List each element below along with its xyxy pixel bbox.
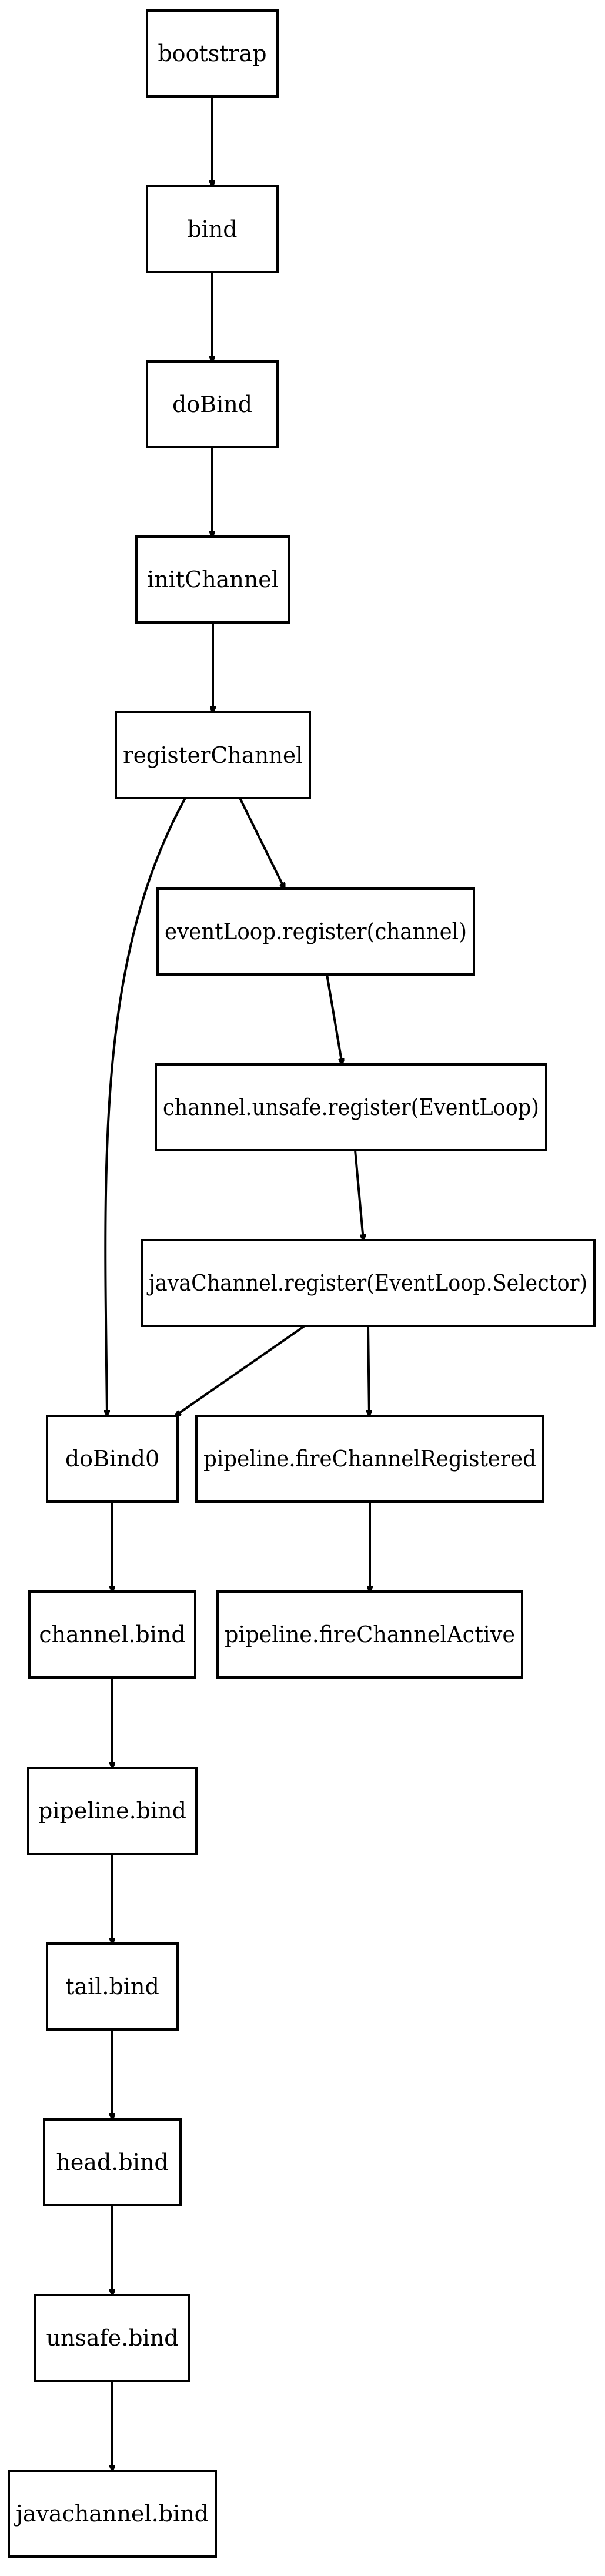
node-label: javaChannel.register(EventLoop.Selector)	[146, 1270, 587, 1296]
node-fire-channel-active: pipeline.fireChannelActive	[216, 1590, 523, 1679]
node-box	[115, 711, 311, 799]
node-box	[46, 1415, 179, 1503]
edge-java-channel-register-to-do-bind0	[175, 1325, 306, 1416]
node-label: doBind0	[65, 1446, 159, 1472]
node-label: tail.bind	[65, 1974, 159, 1999]
node-box	[141, 1239, 596, 1327]
node-fire-channel-registered: pipeline.fireChannelRegistered	[195, 1415, 544, 1503]
node-label: bind	[187, 216, 237, 242]
node-box	[156, 887, 475, 976]
node-register-channel: registerChannel	[115, 711, 311, 799]
node-label: eventLoop.register(channel)	[165, 919, 467, 944]
node-box	[146, 360, 279, 448]
node-label: unsafe.bind	[46, 2325, 178, 2351]
node-label: head.bind	[56, 2149, 168, 2175]
node-box	[155, 1063, 547, 1151]
node-event-loop-register: eventLoop.register(channel)	[156, 887, 475, 976]
node-channel-bind: channel.bind	[28, 1590, 196, 1679]
nodes-layer: bootstrap bind doBind initChannel registerCh…	[8, 9, 596, 2558]
node-pipeline-bind: pipeline.bind	[27, 1767, 198, 1855]
node-bootstrap: bootstrap	[146, 9, 279, 98]
node-unsafe-bind: unsafe.bind	[34, 2294, 190, 2382]
node-box	[216, 1590, 523, 1679]
node-box	[43, 2118, 182, 2206]
node-head-bind: head.bind	[43, 2118, 182, 2206]
edge-unsafe-register-to-java-channel-register	[354, 1150, 363, 1240]
node-init-channel: initChannel	[135, 535, 290, 624]
node-do-bind0: doBind0	[46, 1415, 179, 1503]
node-box	[146, 185, 279, 273]
node-box	[27, 1767, 198, 1855]
node-do-bind: doBind	[146, 360, 279, 448]
node-box	[195, 1415, 544, 1503]
edge-register-channel-to-event-loop-register	[239, 798, 286, 889]
node-label: doBind	[172, 391, 252, 417]
node-box	[135, 535, 290, 624]
node-box	[46, 1942, 179, 2031]
node-box	[8, 2470, 217, 2558]
node-java-channel-register: javaChannel.register(EventLoop.Selector)	[141, 1239, 596, 1327]
node-label: bootstrap	[158, 41, 266, 66]
edge-java-channel-register-to-fire-channel-registered	[368, 1325, 369, 1416]
node-label: channel.unsafe.register(EventLoop)	[163, 1094, 539, 1120]
node-bind: bind	[146, 185, 279, 273]
node-label: channel.bind	[39, 1622, 185, 1647]
node-box	[34, 2294, 190, 2382]
node-box	[146, 9, 279, 98]
node-unsafe-register: channel.unsafe.register(EventLoop)	[155, 1063, 547, 1151]
node-label: registerChannel	[123, 742, 303, 768]
edges-layer	[105, 96, 370, 2471]
node-label: initChannel	[147, 567, 279, 592]
node-label: pipeline.fireChannelActive	[225, 1622, 515, 1647]
edge-register-channel-to-do-bind0	[105, 798, 186, 1416]
node-tail-bind: tail.bind	[46, 1942, 179, 2031]
node-label: pipeline.bind	[38, 1798, 186, 1824]
edge-event-loop-register-to-unsafe-register	[326, 974, 342, 1064]
node-label: javachannel.bind	[14, 2501, 209, 2527]
node-javachannel-bind: javachannel.bind	[8, 2470, 217, 2558]
node-box	[28, 1590, 196, 1679]
node-label: pipeline.fireChannelRegistered	[203, 1446, 536, 1472]
